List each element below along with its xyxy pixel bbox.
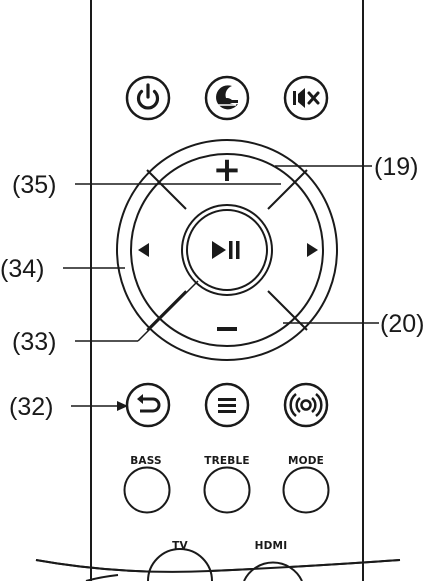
night-mode-button[interactable] (204, 75, 250, 121)
mute-button[interactable] (283, 75, 329, 121)
treble-label: TREBLE (204, 455, 250, 467)
callout-35: (35) (12, 171, 56, 199)
left-button[interactable] (138, 243, 149, 257)
arrow-left-icon (138, 243, 149, 257)
back-button[interactable] (125, 382, 171, 428)
power-button[interactable] (125, 75, 171, 121)
mode-label: MODE (288, 455, 324, 467)
tv-button[interactable] (147, 548, 213, 581)
bass-button[interactable] (123, 466, 171, 514)
hdmi-label: HDMI (255, 540, 288, 552)
surround-icon (289, 393, 323, 417)
callout-33: (33) (12, 328, 56, 356)
surround-button[interactable] (283, 382, 329, 428)
back-icon (137, 394, 161, 413)
minus-icon (217, 327, 237, 331)
mode-button[interactable] (282, 466, 330, 514)
callout-32: (32) (9, 393, 53, 421)
play-pause-button[interactable] (181, 204, 273, 296)
callout-lines (63, 165, 379, 411)
menu-icon (218, 398, 236, 413)
remote-body (90, 0, 364, 581)
mute-icon (293, 88, 320, 108)
power-icon (136, 83, 160, 110)
volume-down-button[interactable] (217, 327, 237, 331)
play-pause-icon (212, 241, 240, 259)
treble-button[interactable] (203, 466, 251, 514)
callout-34: (34) (0, 255, 44, 283)
hand-finger-line (35, 559, 401, 573)
hdmi-button[interactable] (243, 561, 303, 581)
callout-19: (19) (374, 153, 418, 181)
arrow-right-icon (307, 243, 318, 257)
bass-label: BASS (130, 455, 162, 467)
callout-20: (20) (380, 310, 424, 338)
menu-button[interactable] (204, 382, 250, 428)
right-button[interactable] (307, 243, 318, 257)
night-mode-icon (216, 85, 238, 110)
